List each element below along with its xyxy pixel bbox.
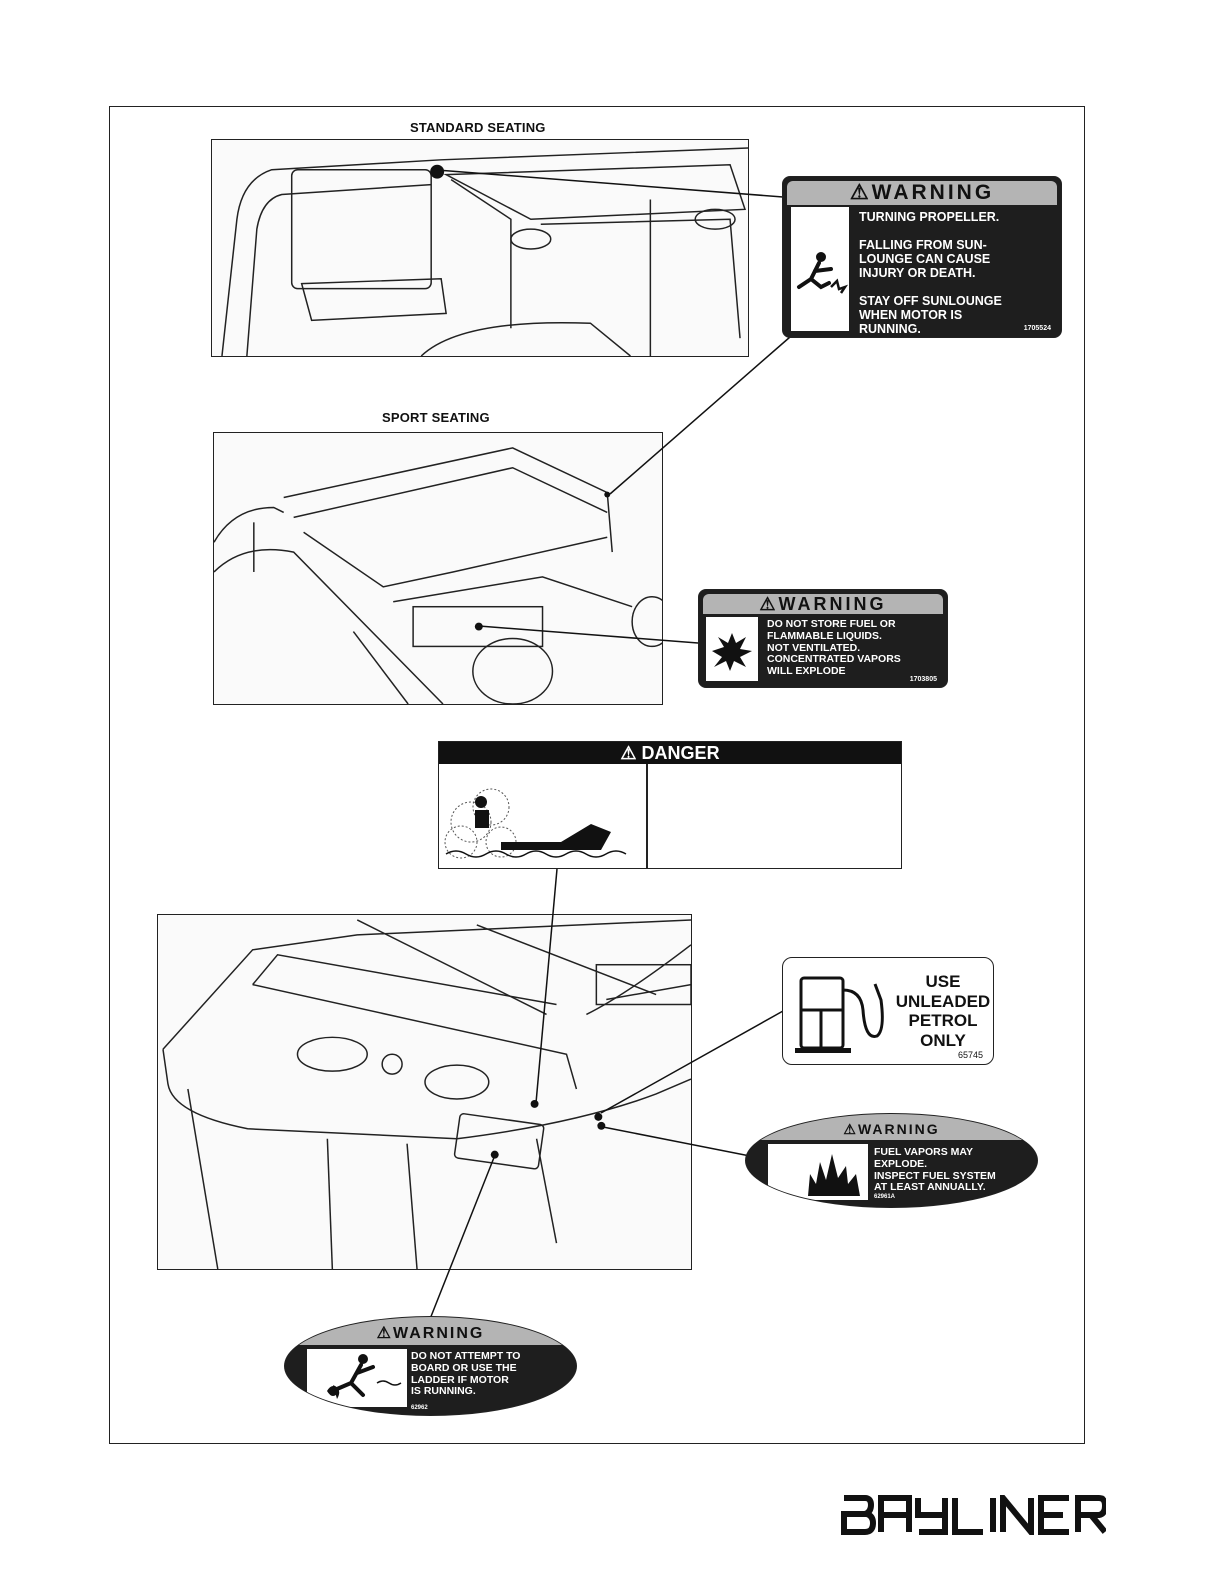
caption-sport-seating: SPORT SEATING — [382, 410, 490, 425]
decal-code: 62961A — [874, 1194, 896, 1200]
warning-header: ⚠WARNING — [746, 1114, 1037, 1140]
stern-illustration — [157, 914, 692, 1270]
warning-header: ⚠WARNING — [787, 181, 1057, 205]
warning-decal-propeller: ⚠WARNING TURNING PROPELLER. FALLING FROM… — [782, 176, 1062, 338]
decal-code: 62962 — [411, 1405, 428, 1411]
decal-code: 1705524 — [1023, 325, 1051, 332]
unleaded-text: USE UNLEADED PETROL ONLY — [895, 972, 991, 1050]
decal-code: 1703805 — [909, 676, 937, 683]
swimmer-propeller-icon — [307, 1349, 407, 1407]
warning-text: DO NOT STORE FUEL OR FLAMMABLE LIQUIDS. … — [767, 618, 901, 677]
unleaded-petrol-decal: USE UNLEADED PETROL ONLY 65745 — [782, 957, 994, 1065]
bayliner-logo — [841, 1495, 1106, 1535]
warning-decal-ladder: ⚠WARNING DO NOT ATTEMPT TO BOARD OR USE … — [284, 1316, 577, 1416]
warning-header: ⚠WARNING — [285, 1317, 576, 1345]
person-falling-propeller-icon — [791, 207, 849, 331]
flames-icon — [768, 1144, 868, 1200]
decal-code: 65745 — [957, 1050, 983, 1060]
danger-header: ⚠ DANGER — [439, 742, 901, 764]
registered-mark: ® — [1100, 1496, 1106, 1503]
danger-decal-carbon-monoxide: ⚠ DANGER — [438, 741, 902, 869]
explosion-icon — [706, 617, 758, 681]
warning-text: FUEL VAPORS MAY EXPLODE. INSPECT FUEL SY… — [874, 1146, 996, 1194]
fuel-pump-icon — [791, 970, 887, 1058]
caption-standard-seating: STANDARD SEATING — [410, 120, 546, 135]
warning-decal-fuel-storage: ⚠WARNING DO NOT STORE FUEL OR FLAMMABLE … — [698, 589, 948, 688]
carbon-monoxide-boat-icon — [441, 772, 641, 862]
warning-decal-fuel-vapors: ⚠WARNING FUEL VAPORS MAY EXPLODE. INSPEC… — [745, 1113, 1038, 1208]
sport-seating-illustration — [213, 432, 663, 705]
warning-header: ⚠WARNING — [703, 594, 943, 614]
figure-frame — [109, 106, 1085, 1444]
warning-text: TURNING PROPELLER. FALLING FROM SUN- LOU… — [859, 210, 1002, 336]
warning-text: DO NOT ATTEMPT TO BOARD OR USE THE LADDE… — [411, 1350, 521, 1398]
standard-seating-illustration — [211, 139, 749, 357]
danger-divider — [646, 764, 648, 868]
